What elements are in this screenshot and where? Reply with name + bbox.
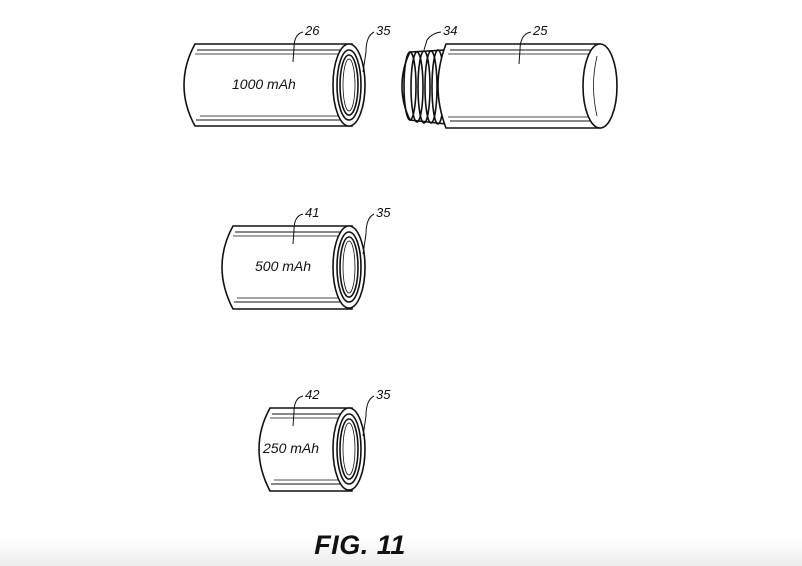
leader-26	[292, 31, 304, 63]
leader-35-b	[362, 213, 375, 255]
capacity-label-500: 500 mAh	[255, 258, 311, 274]
bottom-edge-shade	[0, 538, 802, 566]
leader-41	[292, 213, 304, 245]
ref-26: 26	[304, 23, 320, 38]
leader-35-a	[362, 31, 375, 73]
battery-1000mah	[183, 43, 366, 127]
leader-25	[518, 31, 532, 65]
ref-35-b: 35	[376, 205, 391, 220]
ref-35-a: 35	[376, 23, 391, 38]
ref-42: 42	[305, 387, 320, 402]
threaded-body-unit	[401, 43, 618, 129]
capacity-label-1000: 1000 mAh	[232, 76, 296, 92]
ref-25: 25	[532, 23, 548, 38]
battery-250mah	[258, 407, 366, 492]
leader-35-c	[362, 395, 375, 437]
leader-34	[423, 31, 442, 51]
ref-35-c: 35	[376, 387, 391, 402]
battery-500mah	[221, 225, 366, 310]
capacity-label-250: 250 mAh	[262, 440, 319, 456]
figure-caption: FIG. 11	[314, 530, 406, 560]
ref-34: 34	[443, 23, 457, 38]
ref-41: 41	[305, 205, 319, 220]
leader-42	[292, 395, 304, 427]
